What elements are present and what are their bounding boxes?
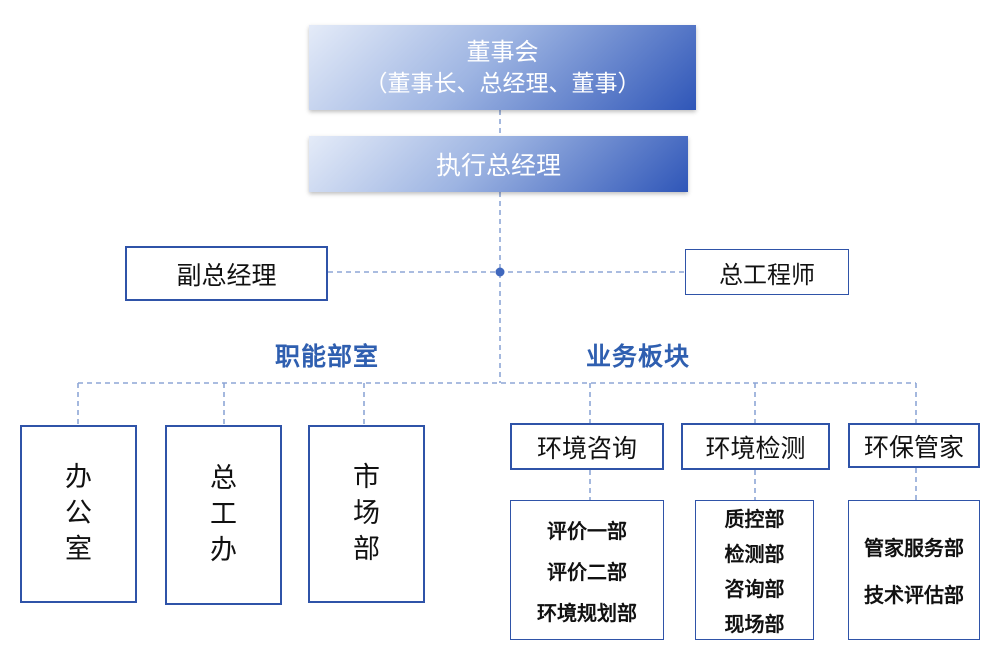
department-chief-office-label: 总工办 (210, 461, 237, 569)
department-label-char: 总 (210, 463, 237, 494)
board-subtitle: （董事长、总经理、董事） (364, 70, 641, 97)
department-office-label: 办公室 (65, 460, 92, 568)
unit-steward: 环保管家 (848, 423, 980, 468)
vice-gm-box: 副总经理 (125, 246, 328, 301)
department-office: 办公室 (20, 425, 137, 603)
unit-monitoring: 环境检测 (681, 423, 830, 470)
consulting-subdepartments: 评价一部 评价二部 环境规划部 (510, 500, 664, 640)
department-label-char: 公 (65, 498, 92, 529)
steward-subdepartments: 管家服务部 技术评估部 (848, 500, 980, 640)
monitoring-subdepartments: 质控部 检测部 咨询部 现场部 (695, 500, 814, 640)
chief-engineer-label: 总工程师 (719, 260, 815, 289)
unit-consulting-label: 环境咨询 (536, 433, 637, 463)
subdepartment-item: 管家服务部 (864, 536, 964, 560)
department-label-char: 场 (353, 498, 380, 529)
board-box: 董事会 （董事长、总经理、董事） (309, 25, 696, 110)
chief-engineer-box: 总工程师 (685, 249, 849, 295)
junction-dot (495, 267, 505, 277)
department-market: 市场部 (308, 425, 425, 603)
ceo-box: 执行总经理 (309, 136, 688, 192)
department-label-char: 室 (65, 534, 92, 565)
subdepartment-item: 技术评估部 (864, 583, 964, 607)
department-chief-office: 总工办 (165, 425, 282, 605)
ceo-label: 执行总经理 (435, 151, 561, 180)
subdepartment-item: 现场部 (724, 612, 785, 636)
department-label-char: 部 (353, 534, 380, 565)
department-market-label: 市场部 (353, 460, 380, 568)
business-heading: 业务板块 (586, 342, 691, 371)
vice-gm-label: 副总经理 (176, 260, 277, 290)
subdepartment-item: 环境规划部 (537, 600, 637, 625)
department-label-char: 市 (353, 462, 380, 493)
department-label-char: 工 (210, 499, 237, 530)
board-title: 董事会 (466, 37, 539, 66)
functional-heading: 职能部室 (275, 342, 380, 371)
subdepartment-item: 咨询部 (724, 577, 785, 601)
department-label-char: 办 (210, 535, 237, 566)
subdepartment-item: 检测部 (724, 542, 785, 566)
unit-steward-label: 环保管家 (863, 432, 964, 462)
subdepartment-item: 评价一部 (547, 518, 627, 543)
unit-monitoring-label: 环境检测 (705, 433, 806, 463)
unit-consulting: 环境咨询 (510, 423, 664, 470)
subdepartment-item: 评价二部 (547, 559, 627, 584)
subdepartment-item: 质控部 (724, 507, 785, 531)
department-label-char: 办 (65, 462, 92, 493)
